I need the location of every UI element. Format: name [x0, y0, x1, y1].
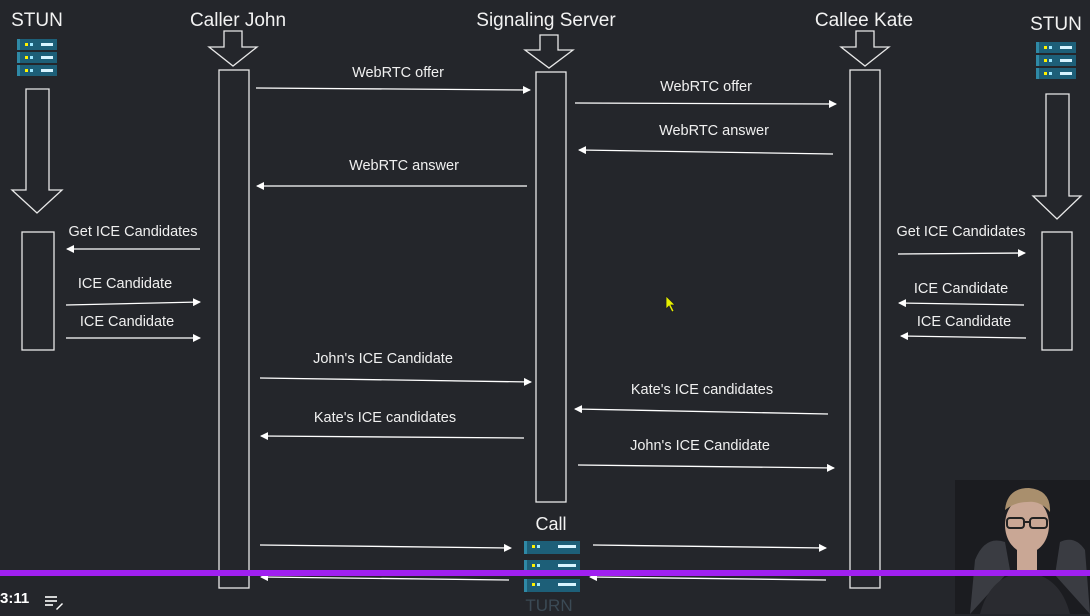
arrow-johns-1: [259, 377, 532, 386]
stun-right-title: STUN: [1030, 14, 1082, 35]
label-left-ice-1: ICE Candidate: [77, 276, 173, 292]
server-title: Signaling Server: [476, 10, 616, 31]
arrow-call-1: [259, 543, 512, 552]
label-right-get: Get ICE Candidates: [896, 224, 1026, 240]
label-turn: TURN: [525, 596, 573, 615]
label-right-ice-2: ICE Candidate: [916, 314, 1012, 330]
arrow-call-3: [589, 573, 827, 582]
callee-title: Callee Kate: [814, 10, 914, 31]
callee-down-arrow: [839, 30, 891, 67]
arrow-kates-1: [574, 405, 829, 415]
label-left-get: Get ICE Candidates: [68, 224, 198, 240]
caller-title: Caller John: [189, 10, 287, 31]
chapters-menu-icon[interactable]: [44, 594, 64, 610]
arrow-left-ice-1: [65, 298, 201, 307]
turn-server-icon: [524, 541, 580, 594]
label-answer-1: WebRTC answer: [659, 123, 769, 139]
arrow-call-4: [260, 573, 510, 582]
stun-right-box: [1041, 231, 1073, 351]
stun-left-box: [21, 231, 55, 351]
label-kates-1: Kate's ICE candidates: [630, 382, 774, 398]
server-down-arrow: [523, 34, 575, 69]
video-progress-bar[interactable]: [0, 570, 1090, 576]
video-timestamp: 3:11: [0, 590, 30, 607]
arrow-offer-2: [574, 99, 837, 108]
server-lifeline: [535, 71, 567, 503]
arrow-kates-2: [260, 432, 525, 441]
label-offer-1: WebRTC offer: [352, 65, 444, 81]
label-kates-2: Kate's ICE candidates: [313, 410, 457, 426]
presenter-webcam: [955, 480, 1090, 614]
label-johns-1: John's ICE Candidate: [313, 351, 453, 367]
caller-down-arrow: [207, 30, 259, 67]
mouse-cursor-icon: [665, 295, 676, 313]
arrow-right-ice-2: [900, 332, 1027, 341]
label-johns-2: John's ICE Candidate: [630, 438, 770, 454]
callee-lifeline: [849, 69, 881, 589]
arrow-call-2: [592, 543, 827, 552]
label-answer-2: WebRTC answer: [349, 158, 459, 174]
label-call: Call: [535, 514, 567, 534]
label-right-ice-1: ICE Candidate: [913, 281, 1009, 297]
label-left-ice-2: ICE Candidate: [79, 314, 175, 330]
caller-lifeline: [218, 69, 250, 589]
stun-left-server-icon: [17, 39, 57, 78]
stun-left-down-arrow: [10, 88, 64, 214]
arrow-right-ice-1: [898, 299, 1025, 308]
arrow-answer-1: [578, 146, 834, 155]
stun-right-down-arrow: [1031, 93, 1083, 220]
label-offer-2: WebRTC offer: [660, 79, 752, 95]
arrow-johns-2: [577, 463, 835, 472]
arrow-right-get: [897, 249, 1026, 258]
message-arrows: [65, 85, 1027, 582]
arrow-offer-1: [255, 85, 531, 94]
stun-left-title: STUN: [11, 10, 63, 31]
stun-right-server-icon: [1036, 42, 1076, 81]
